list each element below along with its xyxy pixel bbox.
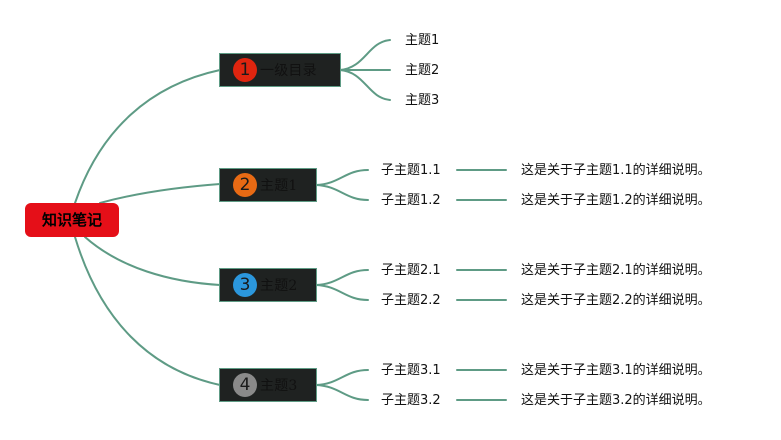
- edge-branch-1-topic-1: [339, 39, 391, 71]
- topic-node-3[interactable]: 主题3: [405, 93, 440, 108]
- number-1-icon: 1: [233, 58, 257, 82]
- branch-label: 主题3: [260, 378, 298, 394]
- branch-node-1[interactable]: 1 一级目录: [219, 53, 341, 87]
- edge-branch-4-sub-2: [315, 384, 369, 401]
- edge-root-branch-4: [74, 236, 221, 386]
- edge-branch-3-sub-1: [315, 269, 369, 286]
- detail-node-3-1[interactable]: 这是关于子主题3.1的详细说明。: [521, 363, 711, 378]
- detail-node-1-1[interactable]: 这是关于子主题1.1的详细说明。: [521, 163, 711, 178]
- edge-root-branch-2: [99, 183, 221, 204]
- detail-node-2-2[interactable]: 这是关于子主题2.2的详细说明。: [521, 293, 711, 308]
- detail-node-2-1[interactable]: 这是关于子主题2.1的详细说明。: [521, 263, 711, 278]
- subtopic-node-3-1[interactable]: 子主题3.1: [381, 363, 441, 378]
- detail-node-3-2[interactable]: 这是关于子主题3.2的详细说明。: [521, 393, 711, 408]
- branch-node-2[interactable]: 2 主题1: [219, 168, 317, 202]
- branch-label: 主题1: [260, 178, 298, 194]
- branch-label: 一级目录: [260, 63, 317, 79]
- number-2-icon: 2: [233, 173, 257, 197]
- edge-branch-4-sub-1: [315, 369, 369, 386]
- topic-node-1[interactable]: 主题1: [405, 33, 440, 48]
- topic-node-2[interactable]: 主题2: [405, 63, 440, 78]
- branch-node-3[interactable]: 3 主题2: [219, 268, 317, 302]
- branch-node-4[interactable]: 4 主题3: [219, 368, 317, 402]
- edge-branch-1-topic-3: [339, 69, 391, 101]
- detail-node-1-2[interactable]: 这是关于子主题1.2的详细说明。: [521, 193, 711, 208]
- root-node[interactable]: 知识笔记: [25, 203, 119, 237]
- subtopic-node-3-2[interactable]: 子主题3.2: [381, 393, 441, 408]
- edge-root-branch-1: [74, 69, 221, 204]
- number-3-icon: 3: [233, 273, 257, 297]
- edge-branch-3-sub-2: [315, 284, 369, 301]
- branch-label: 主题2: [260, 278, 298, 294]
- subtopic-node-1-1[interactable]: 子主题1.1: [381, 163, 441, 178]
- edge-root-branch-3: [84, 236, 221, 286]
- edge-branch-2-sub-2: [315, 184, 369, 201]
- subtopic-node-2-1[interactable]: 子主题2.1: [381, 263, 441, 278]
- number-4-icon: 4: [233, 373, 257, 397]
- edge-branch-2-sub-1: [315, 169, 369, 186]
- subtopic-node-1-2[interactable]: 子主题1.2: [381, 193, 441, 208]
- subtopic-node-2-2[interactable]: 子主题2.2: [381, 293, 441, 308]
